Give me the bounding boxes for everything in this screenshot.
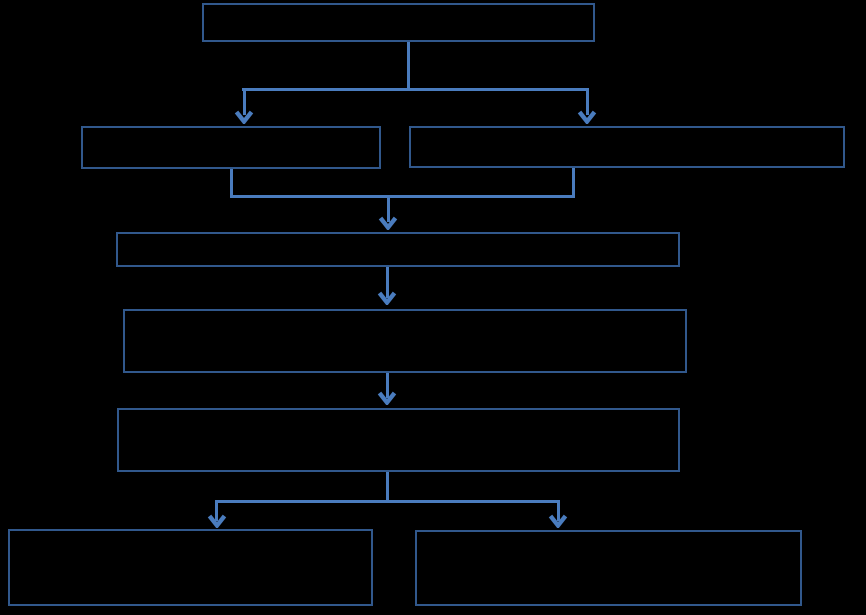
flowchart-box-branch-right [409, 126, 845, 168]
connector-bus-1 [242, 88, 589, 92]
arrowhead-down-icon [377, 391, 397, 405]
connector-step5-drop [385, 472, 389, 502]
arrowhead-down-icon [577, 110, 597, 124]
connector-arrow-shaft [386, 196, 390, 222]
arrowhead-down-icon [234, 110, 254, 124]
arrowhead-down-icon [378, 216, 398, 230]
flowchart-box-outcome-right [415, 530, 802, 606]
flowchart-box-top [202, 3, 595, 42]
connector-top-drop [407, 42, 411, 90]
flowchart-box-outcome-left [8, 529, 373, 606]
connector-bus-2 [230, 194, 575, 199]
arrowhead-down-icon [377, 291, 397, 305]
connector-arrow-shaft [585, 88, 589, 115]
connector-bus-3 [215, 499, 560, 503]
connector-arrow-shaft [215, 500, 219, 521]
connector-merge-left-drop [230, 169, 234, 198]
flowchart-box-step-5 [117, 408, 680, 472]
connector-arrow-shaft [385, 373, 389, 398]
connector-arrow-shaft [242, 88, 246, 115]
arrowhead-down-icon [207, 514, 227, 528]
connector-arrow-shaft [556, 500, 560, 521]
connector-merge-right-drop [571, 168, 575, 198]
arrowhead-down-icon [548, 514, 568, 528]
flowchart-box-branch-left [81, 126, 381, 169]
flowchart-box-step-4 [123, 309, 687, 373]
connector-arrow-shaft [385, 267, 389, 298]
flowchart-box-step-3 [116, 232, 680, 267]
